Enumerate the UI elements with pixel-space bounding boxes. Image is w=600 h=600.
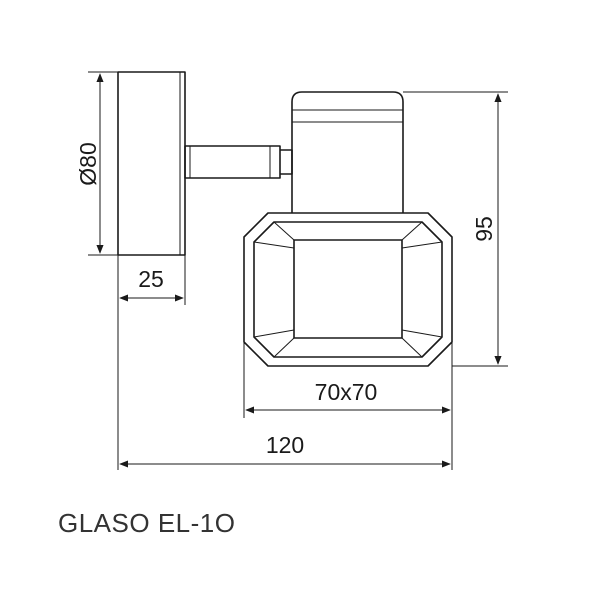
base-depth-label: 25	[138, 266, 164, 292]
dimension-base-depth: 25	[117, 255, 186, 470]
dimension-diameter: Ø80	[75, 71, 118, 256]
dimension-total-length: 120	[119, 432, 451, 468]
model-name: GLASO EL-1O	[58, 508, 235, 538]
lamp-head-cylinder	[291, 91, 404, 213]
connecting-arm	[184, 145, 293, 179]
glass-shade	[243, 212, 453, 367]
dimension-shade-size: 70x70	[243, 342, 453, 470]
diameter-label: Ø80	[75, 142, 101, 185]
height-label: 95	[471, 216, 497, 242]
shade-size-label: 70x70	[315, 379, 378, 405]
wall-base-plate	[117, 71, 186, 256]
dimension-height: 95	[403, 91, 508, 367]
total-length-label: 120	[266, 432, 304, 458]
